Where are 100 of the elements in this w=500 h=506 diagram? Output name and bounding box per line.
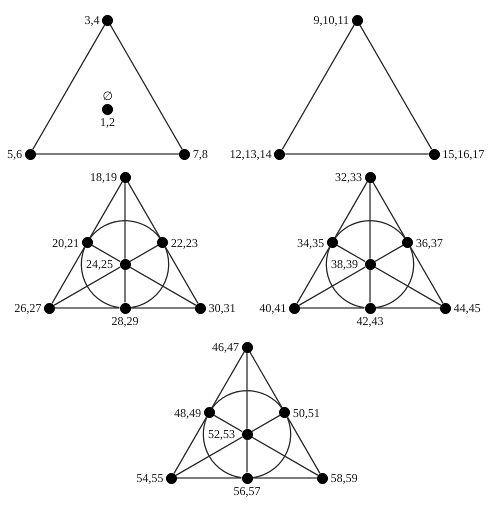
vertex-label: 38,39 (331, 258, 358, 270)
vertex-label: 18,19 (90, 171, 117, 183)
vertex-label: 1,2 (100, 116, 115, 128)
edge-line (89, 181, 123, 238)
vertex-dot (274, 148, 286, 160)
edge-line (246, 440, 248, 472)
edge-line (252, 477, 318, 479)
edge-line (36, 153, 180, 155)
edge-line (176, 436, 243, 476)
edge-line (92, 244, 121, 262)
vertex-dot (120, 302, 130, 314)
vertex-label: 32,33 (335, 171, 362, 183)
circle-arc (130, 247, 170, 308)
vertex-dot (288, 302, 300, 314)
edge-line (129, 244, 158, 262)
vertex-dot (166, 472, 177, 484)
vertex-label: 36,37 (416, 236, 443, 248)
edge-line (214, 414, 243, 432)
vertex-label: 20,21 (52, 236, 80, 248)
edge-line (110, 24, 183, 150)
vertex-dot (204, 407, 215, 418)
vertex-label: 46,47 (212, 341, 239, 353)
edge-line (296, 246, 330, 304)
edge-line (374, 244, 404, 262)
vertex-label: ∅ (102, 90, 112, 102)
edge-line (52, 246, 85, 304)
vertex-label: 40,41 (259, 302, 286, 314)
edge-line (336, 244, 366, 262)
edge-line (165, 246, 198, 304)
edge-line (246, 352, 248, 429)
vertex-label: 34,35 (297, 236, 324, 248)
vertex-dot (242, 472, 252, 484)
circle-arc (212, 390, 282, 408)
vertex-dot (120, 172, 130, 182)
circle-arc (80, 247, 120, 308)
edge-line (129, 266, 196, 306)
edge-line (124, 270, 126, 302)
circle-arc (326, 247, 365, 308)
edge-line (174, 416, 207, 474)
vertex-label: 22,23 (170, 236, 198, 248)
vertex-dot (364, 172, 376, 182)
edge-line (211, 351, 245, 408)
vertex-dot (242, 342, 252, 352)
vertex-label: 26,27 (14, 302, 42, 314)
vertex-dot (24, 148, 36, 160)
vertex-label: 48,49 (174, 406, 202, 418)
vertex-dot (364, 258, 376, 270)
vertex-dot (402, 237, 414, 248)
vertex-label: 12,13,14 (230, 148, 272, 160)
edge-line (54, 266, 121, 306)
edge-line (298, 266, 366, 306)
edge-line (376, 307, 440, 309)
edge-line (251, 414, 280, 432)
vertex-dot (364, 302, 376, 314)
edge-line (372, 181, 406, 238)
vertex-label: 3,4 (84, 14, 100, 26)
vertex-dot (195, 302, 206, 314)
vertex-label: 56,57 (234, 485, 260, 497)
vertex-label: 5,6 (7, 148, 22, 160)
edge-line (359, 24, 432, 150)
vertex-label: 42,43 (356, 315, 384, 327)
edge-line (251, 436, 318, 476)
vertex-label: 30,31 (208, 302, 236, 314)
vertex-label: 44,45 (454, 302, 481, 314)
vertex-dot (157, 237, 168, 248)
vertex-label: 52,53 (208, 428, 235, 440)
vertex-dot (352, 14, 362, 26)
vertex-label: 7,8 (192, 148, 208, 160)
vertex-label: 50,51 (292, 406, 320, 418)
vertex-dot (120, 258, 130, 270)
circle-arc (90, 220, 160, 238)
edge-line (285, 153, 429, 155)
vertex-dot (44, 302, 55, 314)
edge-line (124, 182, 126, 259)
vertex-label: 15,16,17 (442, 148, 484, 160)
edge-line (287, 416, 320, 474)
edge-line (300, 307, 364, 309)
vertex-dot (242, 428, 252, 440)
edge-line (176, 477, 242, 479)
vertex-label: 9,10,11 (313, 14, 349, 26)
circle-arc (375, 247, 414, 308)
vertex-dot (102, 14, 113, 26)
vertex-dot (317, 472, 328, 484)
edge-line (334, 181, 368, 238)
edge-line (127, 181, 161, 238)
edge-line (32, 24, 106, 150)
edge-line (369, 182, 371, 259)
edge-line (249, 351, 283, 408)
circle-arc (202, 417, 242, 478)
vertex-label: 58,59 (330, 472, 358, 484)
vertex-dot (102, 104, 113, 115)
vertex-dot (179, 148, 190, 160)
vertex-dot (428, 148, 440, 160)
edge-line (374, 266, 442, 306)
vertex-label: 28,29 (112, 315, 138, 327)
vertex-dot (440, 302, 452, 314)
edge-line (54, 307, 120, 309)
circle-arc (334, 220, 406, 238)
vertex-dot (279, 407, 290, 418)
vertex-label: 54,55 (136, 472, 164, 484)
